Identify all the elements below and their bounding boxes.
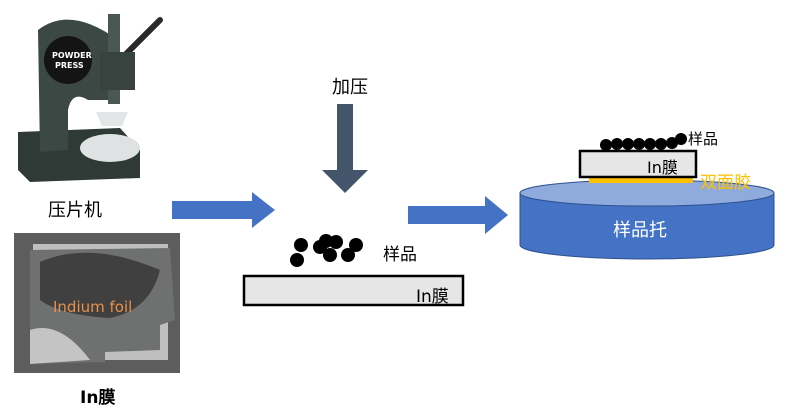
press-logo-icon <box>44 36 92 84</box>
sample-particles-step2 <box>290 234 363 267</box>
foil-overlay-label: Indium foil <box>53 298 133 316</box>
indium-foil-photo <box>14 233 180 373</box>
arrow-right-2 <box>408 196 508 234</box>
particle <box>341 248 355 262</box>
particle <box>644 138 656 150</box>
particle <box>294 238 308 252</box>
particle <box>349 238 363 252</box>
holder-label: 样品托 <box>613 220 667 241</box>
foil-label: In膜 <box>80 388 116 408</box>
double-sided-tape <box>589 178 693 183</box>
particle <box>655 138 667 150</box>
svg-text:POWDER: POWDER <box>52 51 92 60</box>
film-label-step3: In膜 <box>647 158 678 177</box>
particle <box>633 138 645 150</box>
arrow-right-1 <box>172 192 275 228</box>
in-film-step3 <box>578 149 698 179</box>
sample-label-step2: 样品 <box>383 245 417 265</box>
pressure-label: 加压 <box>332 77 368 98</box>
tape-label: 双面胶 <box>700 173 751 193</box>
arrow-down-pressure <box>322 104 368 193</box>
particle <box>611 138 623 150</box>
press-photo: POWDER PRESS <box>18 14 163 182</box>
film-label-step2: In膜 <box>416 287 449 307</box>
particle <box>323 248 337 262</box>
press-label: 压片机 <box>48 200 102 221</box>
particle <box>666 137 678 149</box>
particle <box>622 138 634 150</box>
in-film-step2 <box>242 274 465 307</box>
svg-text:PRESS: PRESS <box>55 61 84 70</box>
sample-label-step3: 样品 <box>688 130 719 148</box>
particle <box>290 253 304 267</box>
sample-holder <box>519 179 775 260</box>
particle <box>600 139 612 151</box>
sample-particles-step3 <box>600 133 687 151</box>
particle <box>329 235 343 249</box>
particle <box>675 133 687 145</box>
